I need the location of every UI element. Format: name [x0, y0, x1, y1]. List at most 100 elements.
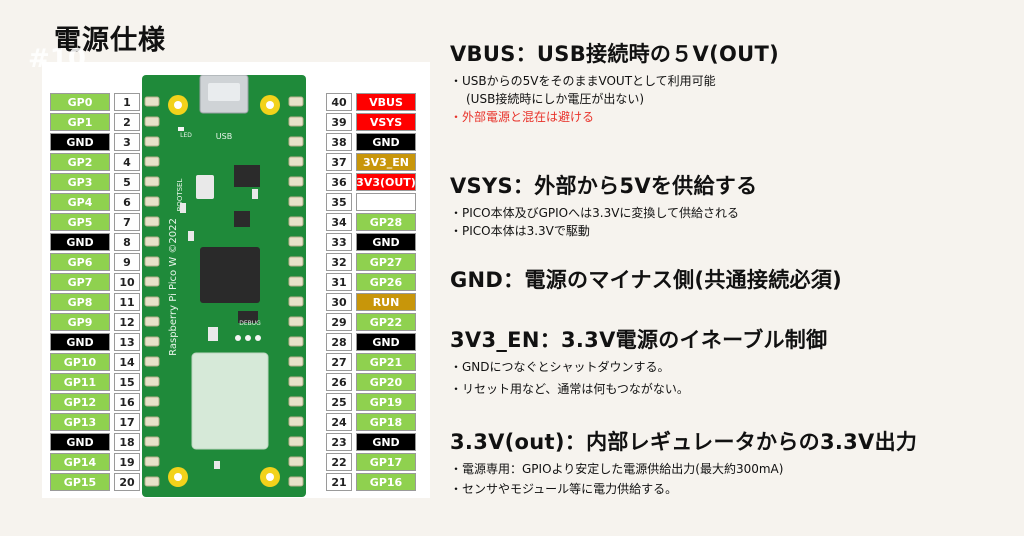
pin-number: 39: [326, 113, 352, 131]
pin-label: GP12: [50, 393, 110, 411]
section-heading: 3V3_EN：3.3V電源のイネーブル制御: [450, 328, 828, 352]
usb-label: USB: [216, 132, 232, 141]
section-heading: VBUS：USB接続時の５V(OUT): [450, 42, 779, 66]
page-title: 電源仕様: [54, 25, 166, 56]
wifi-module: [191, 352, 269, 450]
bootsel-label: BOOTSEL: [176, 179, 184, 212]
pin-number: 11: [114, 293, 140, 311]
pin-label: VBUS: [356, 93, 416, 111]
pin-number: 20: [114, 473, 140, 491]
pin-number: 40: [326, 93, 352, 111]
pin-number: 3: [114, 133, 140, 151]
pin-label: GP11: [50, 373, 110, 391]
section-vbus: VBUS：USB接続時の５V(OUT) ・USBからの5VをそのままVOUTとし…: [450, 38, 779, 125]
pin-number: 33: [326, 233, 352, 251]
section-line: ・電源専用：GPIOより安定した電源供給出力(最大約300mA): [450, 462, 784, 476]
pin-label: GND: [50, 133, 110, 151]
pin-label: GND: [356, 433, 416, 451]
pin-number: 35: [326, 193, 352, 211]
section-line: ・リセット用など、通常は何もつながない。: [450, 382, 689, 396]
pin-label: GP18: [356, 413, 416, 431]
pin-label: 3V3(OUT): [356, 173, 416, 191]
pin-label: GND: [356, 133, 416, 151]
pin-number: 23: [326, 433, 352, 451]
pin-number: 13: [114, 333, 140, 351]
pin-label: GP21: [356, 353, 416, 371]
pin-row: 35: [326, 192, 416, 212]
led-label: LED: [180, 132, 192, 139]
pin-label: [356, 193, 416, 211]
pin-number: 30: [326, 293, 352, 311]
pin-label: GP1: [50, 113, 110, 131]
section-line: ・センサやモジュール等に電力供給する。: [450, 482, 678, 496]
bootsel-button: [196, 175, 214, 199]
pin-number: 12: [114, 313, 140, 331]
pin-number: 19: [114, 453, 140, 471]
pin-number: 4: [114, 153, 140, 171]
pin-label: 3V3_EN: [356, 153, 416, 171]
pico-board-illustration: USB LED BOOTSEL DEBUG Raspberry Pi Pico …: [142, 75, 306, 497]
pin-label: GND: [50, 433, 110, 451]
pin-number: 32: [326, 253, 352, 271]
pin-label: GND: [50, 333, 110, 351]
section-line: ・USBからの5VをそのままVOUTとして利用可能: [450, 74, 716, 88]
pin-label: GP27: [356, 253, 416, 271]
pin-label: GP4: [50, 193, 110, 211]
pin-number: 7: [114, 213, 140, 231]
pin-number: 15: [114, 373, 140, 391]
pin-label: GP20: [356, 373, 416, 391]
section-3v3-en: 3V3_EN：3.3V電源のイネーブル制御 ・GNDにつなぐとシャットダウンする…: [450, 324, 827, 397]
pin-label: GP10: [50, 353, 110, 371]
pin-label: GP9: [50, 313, 110, 331]
section-3v3-out: 3.3V(out)：内部レギュレータからの3.3V出力 ・電源専用：GPIOより…: [450, 426, 917, 497]
pin-label: GP0: [50, 93, 110, 111]
pin-label: GP3: [50, 173, 110, 191]
pin-number: 17: [114, 413, 140, 431]
pin-label: GP7: [50, 273, 110, 291]
pin-label: GP15: [50, 473, 110, 491]
pin-label: GP6: [50, 253, 110, 271]
rp2040-chip: [200, 247, 260, 303]
pin-number: 31: [326, 273, 352, 291]
pin-label: GP14: [50, 453, 110, 471]
pin-number: 34: [326, 213, 352, 231]
section-line: ・PICO本体は3.3Vで駆動: [450, 224, 590, 238]
pin-number: 10: [114, 273, 140, 291]
pin-label: GND: [356, 333, 416, 351]
pin-number: 21: [326, 473, 352, 491]
section-heading: VSYS：外部から5Vを供給する: [450, 174, 758, 198]
pin-label: VSYS: [356, 113, 416, 131]
pin-number: 16: [114, 393, 140, 411]
section-line: (USB接続時にしか電圧が出ない): [466, 92, 644, 106]
pin-label: GP28: [356, 213, 416, 231]
pin-label: GP22: [356, 313, 416, 331]
section-line: ・PICO本体及びGPIOへは3.3Vに変換して供給される: [450, 206, 740, 220]
pin-number: 38: [326, 133, 352, 151]
pin-number: 22: [326, 453, 352, 471]
pin-label: GP26: [356, 273, 416, 291]
